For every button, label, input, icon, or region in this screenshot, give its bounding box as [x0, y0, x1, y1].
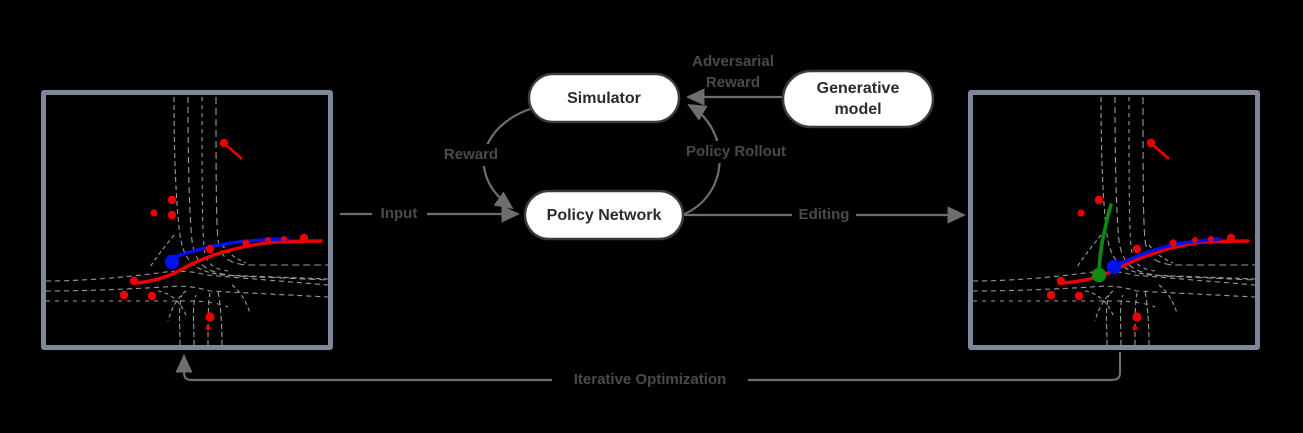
node-policy-network[interactable]: Policy Network — [523, 189, 685, 241]
scene-background — [973, 95, 1255, 345]
node-policy-network-label: Policy Network — [547, 207, 662, 224]
edge-reward-label-bg — [434, 144, 508, 166]
node-simulator-label: Simulator — [567, 90, 641, 107]
edge-input: Input — [340, 203, 520, 225]
edge-editing-label: Editing — [799, 206, 850, 223]
input-driving-scene-panel[interactable] — [41, 90, 333, 350]
input-scene-render — [46, 95, 328, 345]
edge-adversarial-reward-label-line1: Adversarial — [692, 53, 774, 70]
ego-vehicle-marker — [164, 254, 180, 270]
edge-policy-rollout: Policy Rollout — [668, 104, 804, 217]
adversarial-edited-trajectory — [1097, 203, 1113, 277]
edge-adversarial-reward: Adversarial Reward — [686, 53, 782, 106]
other-agent-trajectory — [219, 138, 243, 160]
other-agent-trajectory — [1146, 138, 1170, 160]
edge-policy-rollout-label: Policy Rollout — [686, 143, 786, 160]
node-generative-model[interactable]: Generative model — [781, 69, 935, 129]
edge-adversarial-reward-label-line2: Reward — [706, 74, 760, 91]
edge-input-label: Input — [381, 205, 418, 222]
node-simulator-shape[interactable] — [527, 72, 681, 124]
lane-markings — [46, 96, 328, 345]
edge-iterative-optimization-label-bg — [552, 369, 748, 391]
scene-background — [46, 95, 328, 345]
edge-reward-label: Reward — [444, 146, 498, 163]
node-generative-model-label-line1: Generative — [817, 80, 900, 97]
edge-editing: Editing — [684, 204, 966, 226]
node-simulator[interactable]: Simulator — [527, 72, 681, 124]
lane-markings — [973, 96, 1255, 345]
edge-policy-rollout-label-bg — [668, 141, 804, 163]
node-generative-model-label-line2: model — [834, 101, 881, 118]
edge-input-label-bg — [372, 203, 427, 225]
agent-markers — [1046, 195, 1236, 331]
edited-scene-render — [973, 95, 1255, 345]
node-generative-model-shape[interactable] — [781, 69, 935, 129]
edge-editing-label-bg — [792, 204, 856, 226]
node-policy-network-shape[interactable] — [523, 189, 685, 241]
edge-iterative-optimization: Iterative Optimization — [175, 352, 1122, 391]
ego-vehicle-marker — [1106, 259, 1122, 275]
agent-markers — [119, 195, 309, 331]
edited-driving-scene-panel[interactable] — [968, 90, 1260, 350]
edited-agent-marker — [1091, 267, 1107, 283]
edge-iterative-optimization-label: Iterative Optimization — [574, 371, 727, 388]
edge-reward: Reward — [434, 106, 534, 210]
